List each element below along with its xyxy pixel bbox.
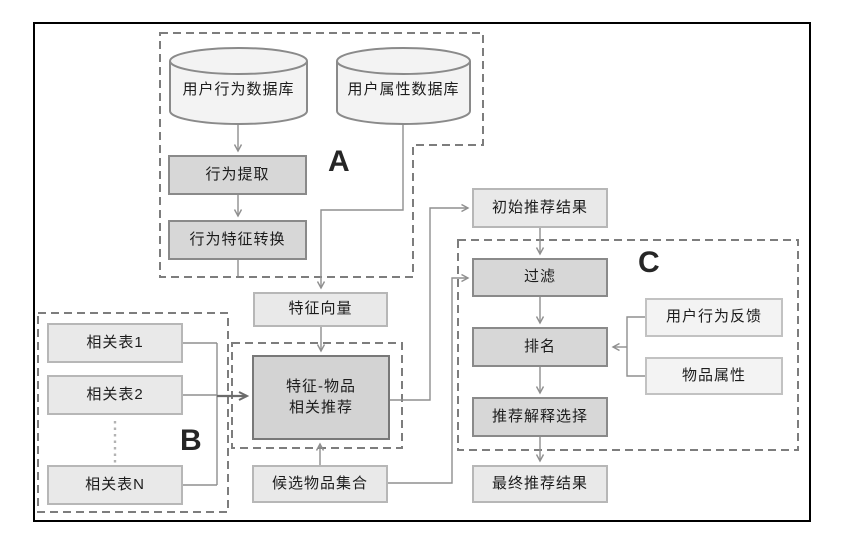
node-initial-results-label: 初始推荐结果: [491, 198, 588, 216]
node-behavior-feature-conversion-label: 行为特征转换: [189, 230, 286, 248]
node-related-table-2: 相关表2: [47, 375, 183, 415]
node-ranking-label: 排名: [523, 337, 556, 355]
node-user-attribute-db-label: 用户属性数据库: [347, 80, 460, 98]
section-c-dashed-border: [457, 239, 799, 451]
node-feature-item-recommendation: 特征-物品 相关推荐: [252, 355, 390, 440]
section-label-a: A: [328, 145, 350, 178]
section-label-c: C: [638, 246, 660, 279]
node-feature-item-recommendation-line1: 特征-物品: [286, 378, 356, 396]
node-item-attributes-label: 物品属性: [681, 366, 746, 384]
section-label-b: B: [180, 424, 202, 457]
node-item-attributes: 物品属性: [645, 357, 783, 395]
node-behavior-extraction-label: 行为提取: [205, 165, 270, 183]
node-related-table-2-label: 相关表2: [86, 385, 144, 403]
node-candidate-item-set: 候选物品集合: [252, 465, 388, 503]
node-user-attribute-db: 用户属性数据库: [339, 66, 468, 110]
user-behavior-db-cylinder: [169, 47, 308, 125]
node-explanation-selection-label: 推荐解释选择: [491, 407, 588, 425]
node-final-results: 最终推荐结果: [472, 465, 608, 503]
node-initial-results: 初始推荐结果: [472, 188, 608, 228]
node-user-behavior-feedback: 用户行为反馈: [645, 298, 783, 337]
section-b-dashed-border: [37, 312, 229, 513]
node-related-table-1: 相关表1: [47, 323, 183, 363]
connectors: [183, 125, 645, 486]
user-attribute-db-cylinder: [336, 47, 471, 125]
node-explanation-selection: 推荐解释选择: [472, 397, 608, 437]
node-related-table-n-label: 相关表N: [85, 475, 145, 493]
node-user-behavior-db-label: 用户行为数据库: [182, 80, 295, 98]
node-feature-vector: 特征向量: [253, 292, 388, 327]
node-user-behavior-feedback-label: 用户行为反馈: [665, 308, 762, 326]
node-behavior-extraction: 行为提取: [168, 155, 307, 195]
node-related-table-n: 相关表N: [47, 465, 183, 505]
node-candidate-item-set-label: 候选物品集合: [271, 474, 368, 492]
node-behavior-feature-conversion: 行为特征转换: [168, 220, 307, 260]
node-final-results-label: 最终推荐结果: [491, 474, 588, 492]
node-filter: 过滤: [472, 258, 608, 297]
node-ranking: 排名: [472, 327, 608, 367]
node-filter-label: 过滤: [523, 268, 556, 286]
node-user-behavior-db: 用户行为数据库: [172, 66, 305, 110]
node-feature-vector-label: 特征向量: [288, 300, 353, 318]
node-feature-item-recommendation-line2: 相关推荐: [288, 398, 353, 416]
node-related-table-1-label: 相关表1: [86, 333, 144, 351]
section-a-dashed-border: [159, 32, 484, 278]
